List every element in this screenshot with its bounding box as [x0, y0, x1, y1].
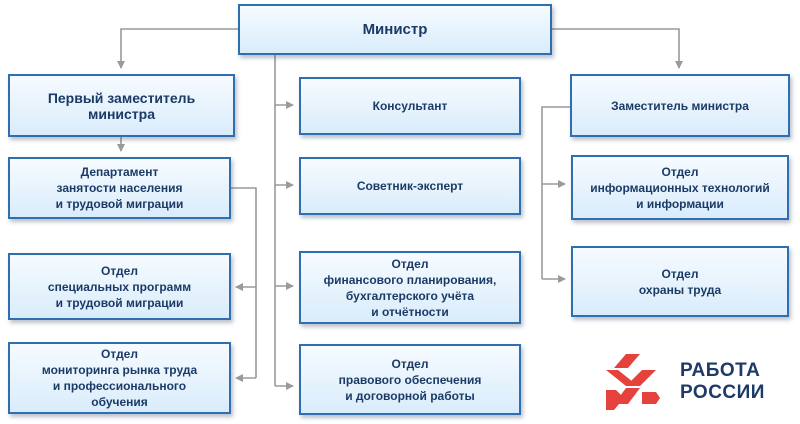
dept-legal-box: Отдел правового обеспечения и договорной…	[299, 344, 521, 415]
logo-text-line1: РАБОТА	[680, 360, 761, 381]
advisor-expert-box: Советник-эксперт	[299, 157, 521, 215]
deputy-box: Заместитель министра	[570, 74, 790, 137]
connector-department-trunk	[231, 187, 257, 378]
rabota-rossii-logo-icon	[606, 354, 660, 410]
rabota-rossii-logo: РАБОТА РОССИИ	[604, 352, 784, 414]
dept-labor-monitoring-box: Отдел мониторинга рынка труда и професси…	[8, 342, 231, 414]
logo-text: РАБОТА РОССИИ	[680, 360, 765, 404]
dept-finance-box: Отдел финансового планирования, бухгалте…	[299, 251, 521, 324]
connector-minister-first-deputy	[117, 28, 238, 69]
connector-minister-deputy	[552, 28, 683, 69]
consultant-box: Консультант	[299, 77, 521, 135]
dept-special-programs-box: Отдел специальных программ и трудовой ми…	[8, 253, 231, 320]
dept-it-box: Отдел информационных технологий и информ…	[571, 155, 789, 220]
connector-deputy-trunk	[541, 106, 570, 279]
minister-box: Министр	[238, 4, 552, 55]
department-employment-box: Департамент занятости населения и трудов…	[8, 157, 231, 219]
first-deputy-box: Первый заместитель министра	[8, 74, 235, 137]
logo-text-line2: РОССИИ	[680, 382, 765, 403]
dept-labor-safety-box: Отдел охраны труда	[571, 246, 789, 317]
